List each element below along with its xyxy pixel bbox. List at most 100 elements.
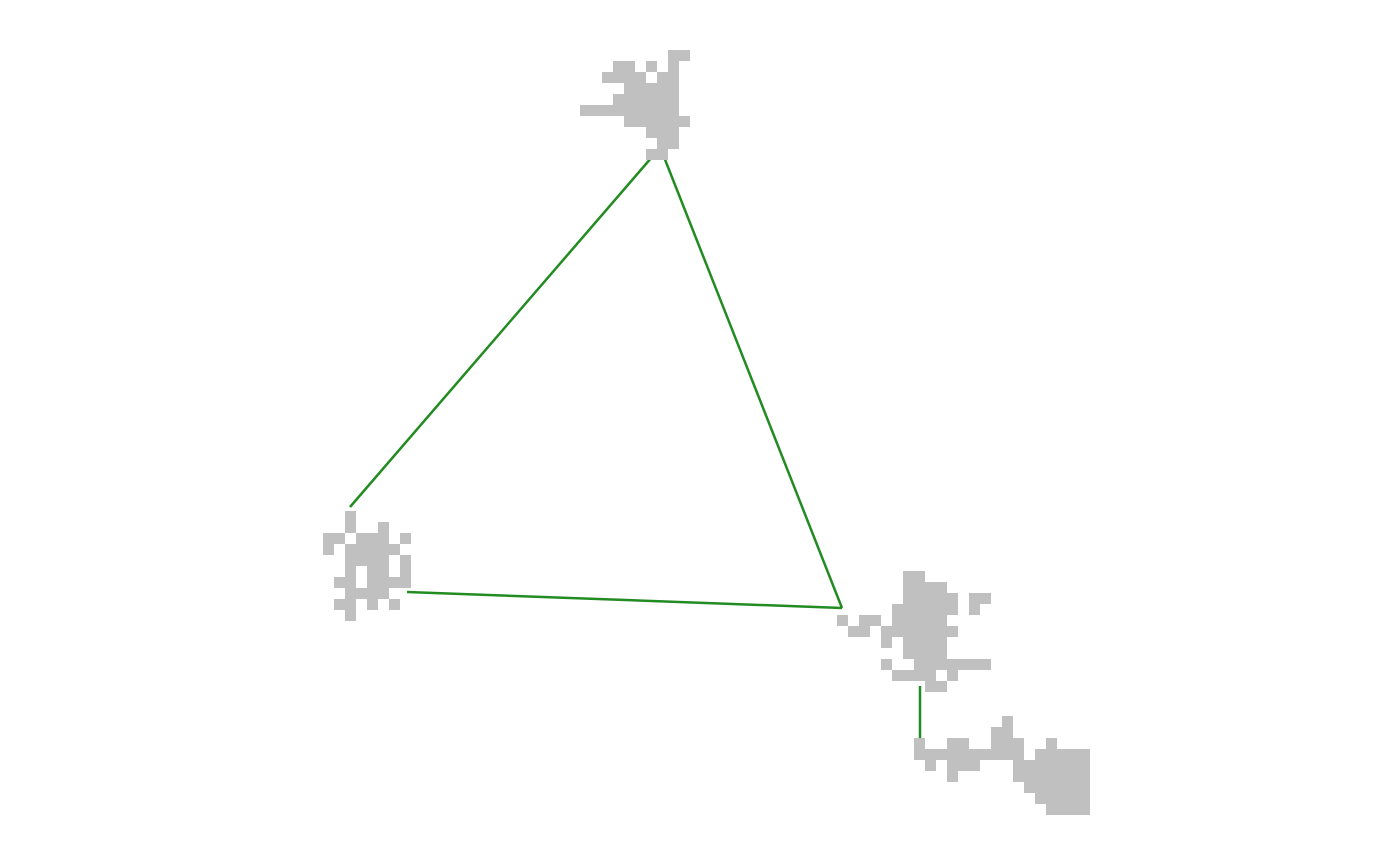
node-pixel <box>646 61 657 72</box>
node-pixel <box>1057 782 1068 793</box>
node-pixel <box>378 544 389 555</box>
node-pixel <box>936 659 947 670</box>
node-pixel <box>969 760 980 771</box>
node-pixel <box>903 670 914 681</box>
node-pixel <box>947 670 958 681</box>
node-pixel <box>602 105 613 116</box>
node-pixel <box>903 571 914 582</box>
node-pixel <box>958 749 969 760</box>
node-pixel <box>936 582 947 593</box>
node-pixel <box>1013 749 1024 760</box>
node-pixel <box>646 94 657 105</box>
node-pixel <box>859 626 870 637</box>
node-pixel <box>947 593 958 604</box>
node-pixel <box>1046 760 1057 771</box>
node-pixel <box>925 749 936 760</box>
node-pixel <box>1046 804 1057 815</box>
node-pixel <box>936 626 947 637</box>
node-pixel <box>657 149 668 160</box>
node-pixel <box>892 670 903 681</box>
node-pixel <box>367 577 378 588</box>
node-pixel <box>892 604 903 615</box>
node-pixel <box>936 604 947 615</box>
node-pixel <box>925 637 936 648</box>
node-pixel <box>624 94 635 105</box>
node-pixel <box>1057 749 1068 760</box>
node-pixel <box>947 749 958 760</box>
node-pixel <box>613 105 624 116</box>
node-pixel <box>925 670 936 681</box>
node-pixel <box>635 116 646 127</box>
node-pixel <box>1057 771 1068 782</box>
node-pixel <box>624 61 635 72</box>
node-pixel <box>657 72 668 83</box>
node-pixel <box>345 610 356 621</box>
node-pixel <box>936 681 947 692</box>
node-pixel <box>635 72 646 83</box>
node-pixel <box>903 637 914 648</box>
node-pixel <box>668 72 679 83</box>
node-pixel <box>1024 760 1035 771</box>
node-pixel <box>635 94 646 105</box>
node-pixel <box>1002 749 1013 760</box>
node-pixel <box>1068 749 1079 760</box>
node-pixel <box>914 648 925 659</box>
node-pixel <box>991 738 1002 749</box>
node-pixel <box>958 760 969 771</box>
node-pixel <box>991 727 1002 738</box>
node-pixel <box>668 94 679 105</box>
node-pixel <box>334 599 345 610</box>
node-pixel <box>958 659 969 670</box>
node-pixel <box>345 566 356 577</box>
node-pixel <box>367 555 378 566</box>
node-pixel <box>969 593 980 604</box>
node-pixel <box>334 533 345 544</box>
node-pixel <box>1002 738 1013 749</box>
node-pixel <box>1057 760 1068 771</box>
node-pixel <box>1068 771 1079 782</box>
node-pixel <box>1068 793 1079 804</box>
node-pixel <box>613 94 624 105</box>
node-pixel <box>1046 793 1057 804</box>
node-pixel <box>1079 760 1090 771</box>
node-pixel <box>378 566 389 577</box>
node-pixel <box>624 72 635 83</box>
node-pixel <box>646 83 657 94</box>
node-pixel <box>613 72 624 83</box>
node-pixel <box>1046 771 1057 782</box>
node-pixel <box>657 116 668 127</box>
node-pixel <box>679 50 690 61</box>
node-pixel <box>925 659 936 670</box>
node-pixel <box>1068 760 1079 771</box>
node-pixel <box>323 533 334 544</box>
node-pixel <box>881 626 892 637</box>
node-pixel <box>624 116 635 127</box>
node-pixel <box>1002 727 1013 738</box>
node-pixel <box>1046 738 1057 749</box>
node-pixel <box>914 615 925 626</box>
node-pixel <box>1079 804 1090 815</box>
node-pixel <box>914 670 925 681</box>
node-pixel <box>646 127 657 138</box>
node-pixel <box>389 599 400 610</box>
node-pixel <box>378 533 389 544</box>
node-pixel <box>646 116 657 127</box>
node-pixel <box>367 599 378 610</box>
node-pixel <box>947 738 958 749</box>
node-pixel <box>1057 804 1068 815</box>
node-pixel <box>936 593 947 604</box>
node-pixel <box>1046 782 1057 793</box>
node-pixel <box>947 659 958 670</box>
node-pixel <box>345 522 356 533</box>
node-pixel <box>1035 749 1046 760</box>
node-pixel <box>881 659 892 670</box>
node-pixel <box>356 544 367 555</box>
node-pixel <box>378 555 389 566</box>
node-pixel <box>624 83 635 94</box>
node-pixel <box>613 61 624 72</box>
node-pixel <box>635 105 646 116</box>
node-pixel <box>947 604 958 615</box>
node-pixel <box>1013 771 1024 782</box>
edges-layer <box>349 156 922 746</box>
node-left <box>323 511 411 621</box>
